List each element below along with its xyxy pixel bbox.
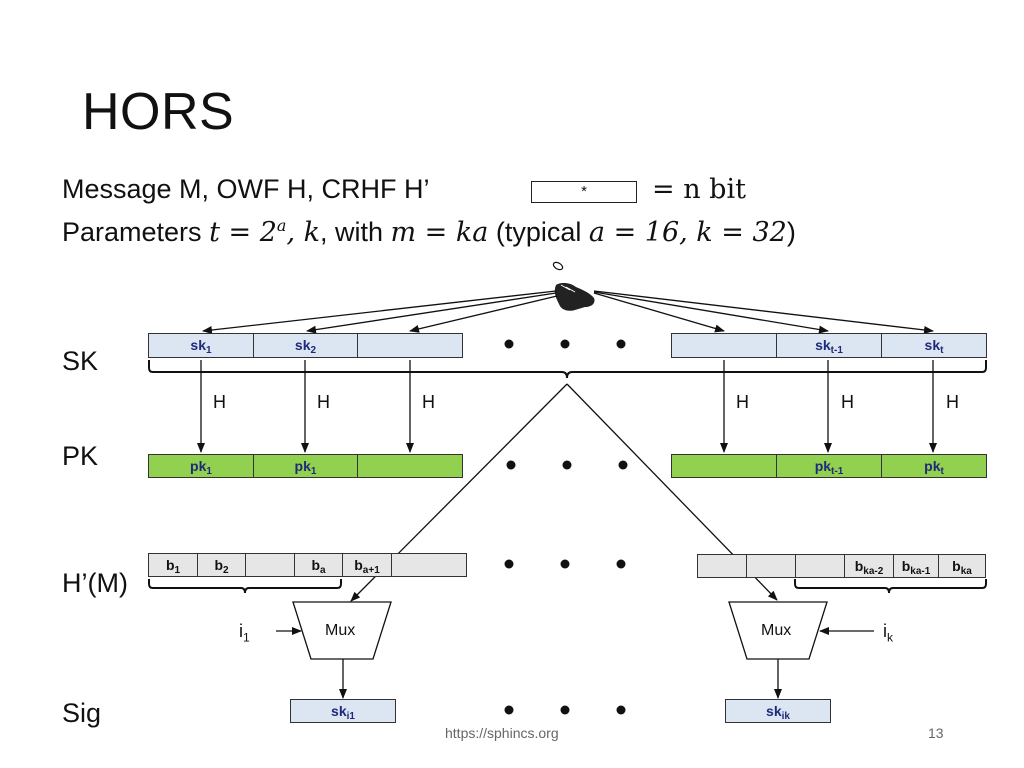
index-right-label: ik [883, 621, 893, 645]
b-cell-left-3 [245, 553, 295, 577]
b-cell-left-6 [391, 553, 467, 577]
pointing-hand-icon [552, 261, 595, 311]
fan-arrow-sk3 [409, 295, 558, 333]
pk-cell-6: pkt [881, 454, 987, 478]
sk-cell-1: sk1 [148, 333, 254, 358]
t-expression: t = 2 [209, 217, 277, 248]
hash-arrows [197, 360, 937, 453]
message-line: Message M, OWF H, CRHF H’ [62, 174, 430, 205]
b-cell-left-1: b1 [148, 553, 198, 577]
b-cell-right-2 [746, 554, 796, 578]
fan-arrow-sk4 [593, 292, 725, 333]
row-label-sk: SK [62, 346, 99, 376]
footer-url: https://sphincs.org [445, 725, 559, 741]
b-cell-left-5: ba+1 [342, 553, 392, 577]
sig-cell-right: skik [725, 699, 831, 723]
hash-label-3: H [422, 392, 435, 412]
slide-title: HORS [82, 83, 235, 141]
typical-text: (typical [488, 217, 589, 247]
sig-cell-left: ski1 [290, 699, 396, 723]
mux-right-shape [728, 601, 828, 660]
n-bit-text: = n bit [652, 174, 746, 205]
k-expression: , k [286, 217, 320, 248]
sk-cell-4 [671, 333, 777, 358]
b-cell-right-5: bka-1 [893, 554, 939, 578]
hash-label-5: H [841, 392, 854, 412]
hash-label-4: H [736, 392, 749, 412]
row-label-hm: H’(M) [62, 568, 128, 598]
b-cell-right-3 [795, 554, 845, 578]
n-bit-box: * [531, 181, 637, 203]
mux-left-shape [292, 601, 392, 660]
fan-arrow-sk5 [593, 291, 829, 334]
b-brace-left [148, 579, 342, 594]
pk-cell-2: pk1 [253, 454, 358, 478]
ellipsis-dots [504, 339, 628, 715]
typical-values: a = 16, k = 32 [588, 217, 787, 248]
sk-cell-2: sk2 [253, 333, 358, 358]
b-cell-left-2: b2 [197, 553, 246, 577]
b-cell-right-4: bka-2 [844, 554, 894, 578]
sk-brace [148, 360, 987, 379]
hash-label-6: H [946, 392, 959, 412]
index-left-label: i1 [239, 621, 250, 645]
b-cell-right-1 [697, 554, 747, 578]
sk-cell-3 [357, 333, 463, 358]
m-expression: m = ka [390, 217, 489, 248]
n-bit-label: = n bit [652, 174, 746, 205]
sk-cell-5: skt-1 [776, 333, 882, 358]
mux-left-label: Mux [325, 622, 356, 639]
page-number: 13 [928, 725, 944, 741]
hash-label-2: H [317, 392, 330, 412]
pk-cell-5: pkt-1 [776, 454, 882, 478]
fan-arrow-sk2 [306, 292, 557, 334]
hash-label-1: H [213, 392, 226, 412]
pk-cell-3 [357, 454, 463, 478]
pk-cell-4 [671, 454, 777, 478]
b-brace-right [794, 579, 987, 594]
close-paren: ) [786, 217, 796, 247]
b-cell-right-6: bka [938, 554, 986, 578]
with-text: , with [319, 217, 391, 247]
row-label-sig: Sig [62, 698, 102, 728]
pk-cell-1: pk1 [148, 454, 254, 478]
mux-right-label: Mux [761, 622, 792, 639]
b-cell-left-4: ba [294, 553, 343, 577]
sk-cell-6: skt [881, 333, 987, 358]
message-text: Message M, OWF H, CRHF H’ [62, 174, 430, 204]
parameters-label: Parameters [62, 217, 210, 247]
a-exponent: a [276, 216, 287, 235]
fan-arrow-sk1 [202, 290, 557, 334]
fan-arrows [202, 290, 934, 334]
parameters-line: Parameters t = 2a, k, with m = ka (typic… [62, 216, 796, 248]
fan-arrow-sk6 [593, 290, 934, 334]
row-label-pk: PK [62, 441, 99, 471]
